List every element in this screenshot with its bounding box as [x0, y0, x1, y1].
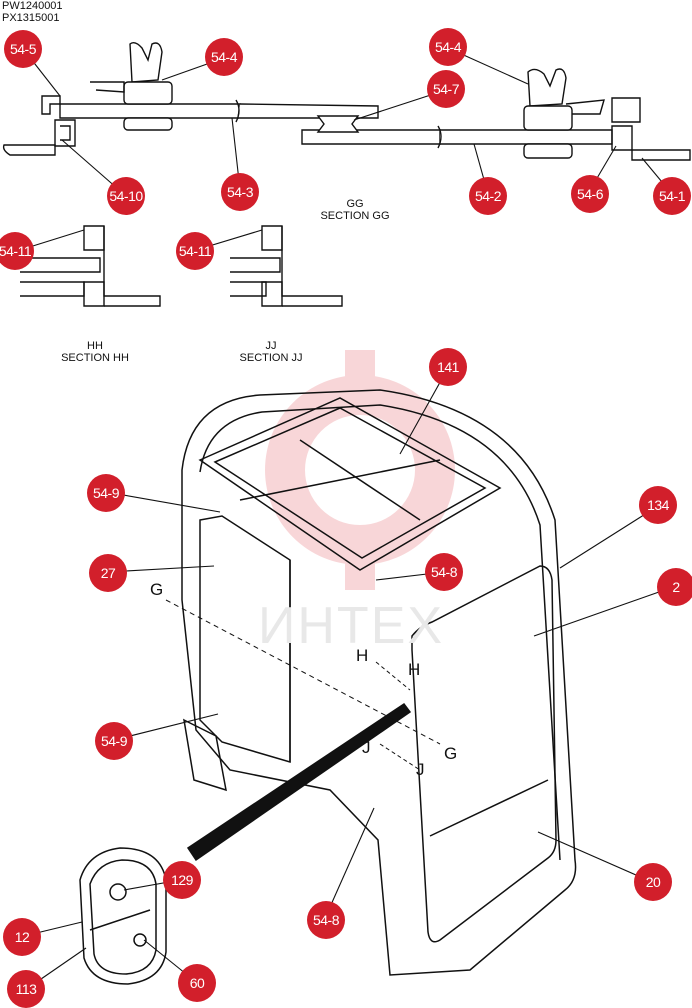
section-jj-title: JJ SECTION JJ — [226, 340, 316, 364]
drawing-code-2: PX1315001 — [2, 12, 60, 24]
section-gg-letters: GG — [346, 198, 364, 210]
callout-12: 12 — [3, 918, 41, 956]
callout-60: 60 — [178, 964, 216, 1002]
section-hh-letters: HH — [87, 340, 103, 352]
callout-54-4-right: 54-4 — [429, 28, 467, 66]
callout-54-5: 54-5 — [4, 30, 42, 68]
view-marker-h-left: H — [356, 646, 369, 665]
callout-27: 27 — [89, 554, 127, 592]
callout-54-3: 54-3 — [221, 173, 259, 211]
section-gg-label: SECTION GG — [320, 210, 390, 222]
mirror-drawing — [79, 847, 167, 985]
callout-54-11-jj: 54-11 — [176, 232, 214, 270]
callout-54-10: 54-10 — [107, 177, 145, 215]
callout-54-8-lower: 54-8 — [307, 901, 345, 939]
section-jj-drawing — [230, 225, 343, 307]
view-marker-j-left: J — [362, 738, 371, 757]
callout-54-2: 54-2 — [469, 177, 507, 215]
callout-2: 2 — [657, 568, 692, 606]
callout-54-7: 54-7 — [427, 70, 465, 108]
callout-113: 113 — [7, 970, 45, 1008]
section-hh-title: HH SECTION HH — [50, 340, 140, 364]
callout-20: 20 — [634, 863, 672, 901]
callout-54-1: 54-1 — [653, 177, 691, 215]
watermark-logo — [265, 350, 455, 590]
callout-129: 129 — [163, 861, 201, 899]
view-marker-g-left: G — [150, 580, 164, 599]
callout-54-11-hh: 54-11 — [0, 232, 34, 270]
callout-54-9-upper: 54-9 — [87, 474, 125, 512]
view-marker-h-right: H — [408, 660, 421, 679]
section-hh-label: SECTION HH — [61, 352, 129, 364]
callout-141: 141 — [429, 348, 467, 386]
cab-drawing — [165, 389, 577, 976]
callout-54-4-left: 54-4 — [205, 38, 243, 76]
section-jj-letters: JJ — [265, 340, 277, 352]
callout-54-8-upper: 54-8 — [425, 553, 463, 591]
section-gg-drawing — [2, 41, 691, 161]
section-gg-title: GG SECTION GG — [310, 198, 400, 222]
drawing-code-1: PW1240001 — [2, 0, 63, 12]
section-jj-label: SECTION JJ — [239, 352, 303, 364]
watermark-text: ИНТЕХ — [258, 597, 445, 655]
view-marker-g-right: G — [444, 744, 458, 763]
callout-54-9-lower: 54-9 — [95, 722, 133, 760]
callout-54-6: 54-6 — [571, 175, 609, 213]
section-hh-drawing — [20, 225, 161, 307]
callout-134: 134 — [639, 486, 677, 524]
view-marker-j-right: J — [416, 760, 425, 779]
